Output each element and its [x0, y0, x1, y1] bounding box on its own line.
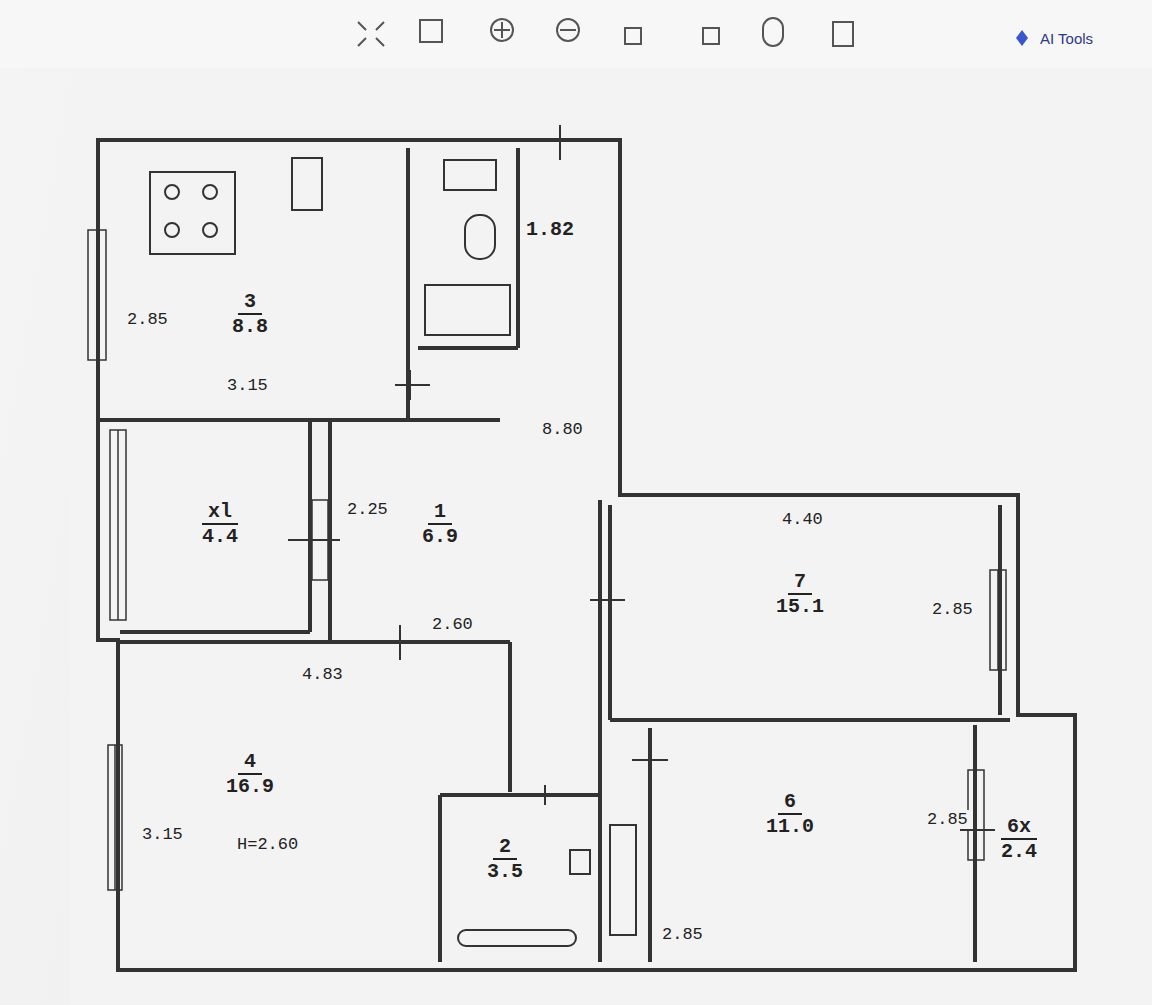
dimension-label: 2.85	[660, 925, 705, 944]
room-number: xl	[202, 501, 238, 525]
closet-area: xl4.4	[160, 470, 280, 580]
bathroom-area: 23.5	[470, 820, 540, 900]
room-number: 7	[788, 571, 812, 595]
dimension-label: 4.83	[300, 665, 345, 684]
toilet-area: 1.82	[520, 210, 580, 250]
room-size: 8.8	[232, 315, 268, 339]
dimension-label: 4.40	[780, 510, 825, 529]
paper	[70, 68, 1152, 1005]
room-size: 1.82	[526, 218, 574, 242]
fixtures	[150, 158, 636, 946]
room-size: 11.0	[766, 815, 814, 839]
room-number: 1	[428, 501, 452, 525]
toolbar-icons	[358, 18, 853, 46]
dimension-label: 2.60	[430, 615, 475, 634]
windows	[88, 230, 1006, 890]
room-size: 6.9	[422, 525, 458, 549]
walls	[98, 140, 1075, 970]
toolbar	[0, 0, 1152, 68]
room-number: 4	[238, 751, 262, 775]
room-area: 611.0	[730, 760, 850, 870]
room-number: 3	[238, 291, 262, 315]
dimension-label: 2.85	[125, 310, 170, 329]
dimension-label: 8.80	[540, 420, 585, 439]
room-number: 6	[778, 791, 802, 815]
door-ticks	[288, 125, 995, 830]
room-size: 4.4	[202, 525, 238, 549]
room-number: 6x	[1001, 816, 1037, 840]
room-area: 416.9	[190, 720, 310, 830]
room-size: 16.9	[226, 775, 274, 799]
dimension-label: 2.85	[925, 810, 970, 829]
room-area: 715.1	[740, 540, 860, 650]
balcony-area: 6x2.4	[988, 800, 1050, 880]
dimension-label: 3.15	[140, 825, 185, 844]
room-size: 15.1	[776, 595, 824, 619]
room-size: 3.5	[487, 860, 523, 884]
kitchen-area: 38.8	[150, 260, 350, 370]
room-number: 2	[493, 836, 517, 860]
dimension-label: 3.15	[225, 376, 270, 395]
dimension-label: H=2.60	[235, 835, 300, 854]
ai-icon	[1016, 30, 1028, 46]
hallway-area: 16.9	[380, 470, 500, 580]
dimension-label: 2.25	[345, 500, 390, 519]
dimension-label: 2.85	[930, 600, 975, 619]
toolbar-button: AI Tools	[1040, 30, 1093, 47]
room-size: 2.4	[1001, 840, 1037, 864]
